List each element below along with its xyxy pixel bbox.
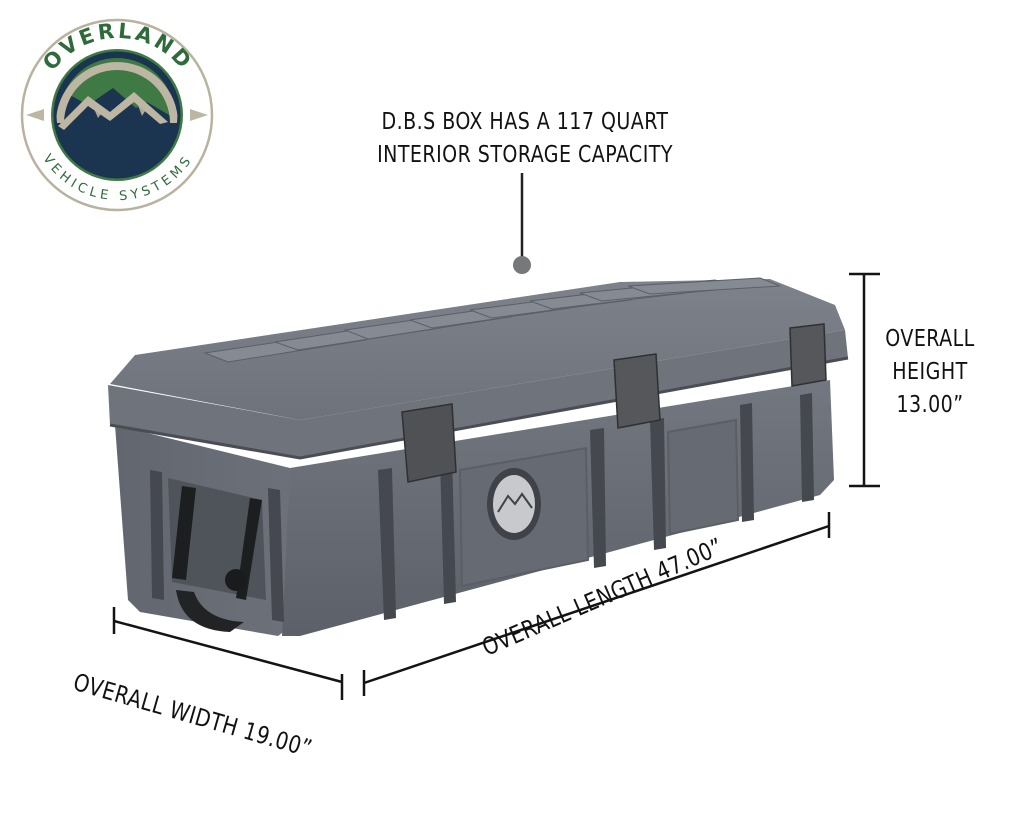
- capacity-line-2: INTERIOR STORAGE CAPACITY: [377, 142, 673, 168]
- body-grooves: [150, 393, 814, 622]
- latch-right: [789, 323, 827, 387]
- logo-mountain-outline: [58, 92, 168, 130]
- height-label-value: 13.00”: [896, 392, 964, 418]
- latch-left: [401, 403, 457, 483]
- height-label-line-1: OVERALL: [885, 326, 975, 352]
- logo-arrow-right-icon: [190, 109, 208, 121]
- height-label: OVERALL HEIGHT 13.00”: [875, 323, 985, 422]
- logo-arc: [56, 62, 178, 123]
- lid-ribs: [203, 277, 781, 363]
- width-dimension-line: [112, 607, 344, 700]
- height-label-line-2: HEIGHT: [892, 359, 968, 385]
- capacity-leader-dot: [513, 256, 531, 274]
- overland-logo: OVERLAND VEHICLE SYSTEMS: [20, 19, 214, 212]
- capacity-line-1: D.B.S BOX HAS A 117 QUART: [381, 109, 669, 135]
- logo-arrow-left-icon: [26, 109, 44, 121]
- box-badge: [487, 468, 541, 540]
- latch-center: [613, 353, 661, 429]
- latches: [401, 323, 827, 483]
- storage-box: [108, 277, 849, 636]
- capacity-callout: D.B.S BOX HAS A 117 QUART INTERIOR STORA…: [346, 106, 705, 172]
- side-handle: [172, 486, 262, 632]
- length-dimension-line: [362, 512, 831, 696]
- height-dimension-line: [849, 272, 880, 488]
- lid-side: [108, 330, 848, 458]
- lid-top: [110, 279, 845, 420]
- front-panel-right: [666, 418, 740, 536]
